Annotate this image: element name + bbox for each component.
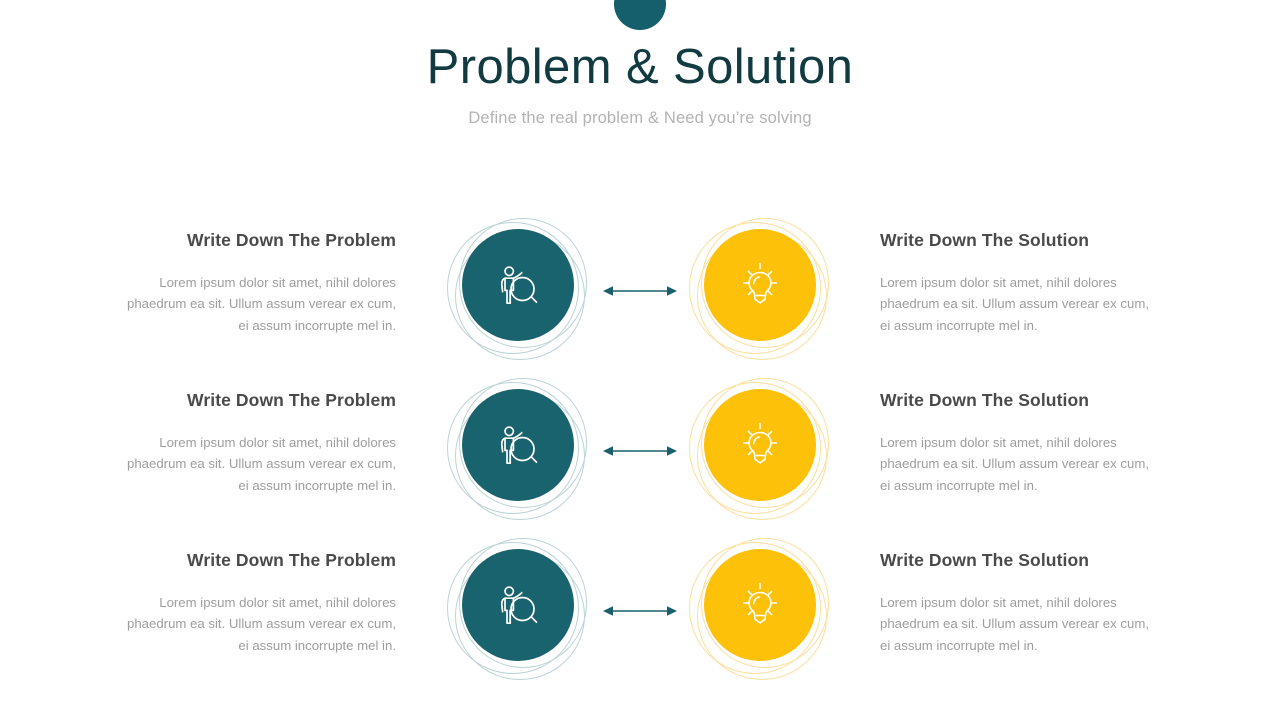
problem-block: Write Down The Problem Lorem ipsum dolor…	[126, 390, 396, 496]
solution-disc	[704, 229, 816, 341]
problem-body: Lorem ipsum dolor sit amet, nihil dolore…	[127, 435, 396, 493]
content-row: Write Down The Problem Lorem ipsum dolor…	[0, 376, 1280, 526]
lightbulb-icon	[734, 579, 786, 631]
problem-disc	[462, 549, 574, 661]
lightbulb-icon	[734, 419, 786, 471]
solution-title: Write Down The Solution	[880, 390, 1090, 410]
solution-icon-badge[interactable]	[687, 216, 837, 366]
solution-disc	[704, 549, 816, 661]
problem-block: Write Down The Problem Lorem ipsum dolor…	[126, 230, 396, 336]
content-rows: Write Down The Problem Lorem ipsum dolor…	[0, 216, 1280, 696]
top-accent-dot	[614, 0, 666, 30]
problem-icon-badge[interactable]	[445, 376, 595, 526]
problem-icon-badge[interactable]	[445, 536, 595, 686]
connector-arrow	[603, 444, 677, 458]
solution-body: Lorem ipsum dolor sit amet, nihil dolore…	[880, 435, 1149, 493]
person-magnifier-icon	[491, 578, 545, 632]
problem-body: Lorem ipsum dolor sit amet, nihil dolore…	[127, 275, 396, 333]
solution-title: Write Down The Solution	[880, 550, 1090, 570]
problem-title: Write Down The Problem	[187, 550, 396, 570]
solution-icon-badge[interactable]	[687, 536, 837, 686]
problem-disc	[462, 389, 574, 501]
solution-block: Write Down The Solution Lorem ipsum dolo…	[880, 390, 1150, 496]
solution-block: Write Down The Solution Lorem ipsum dolo…	[880, 230, 1150, 336]
content-row: Write Down The Problem Lorem ipsum dolor…	[0, 216, 1280, 366]
person-magnifier-icon	[491, 258, 545, 312]
connector-arrow	[603, 284, 677, 298]
problem-title: Write Down The Problem	[187, 230, 396, 250]
solution-disc	[704, 389, 816, 501]
page-subtitle: Define the real problem & Need you’re so…	[468, 109, 812, 128]
solution-body: Lorem ipsum dolor sit amet, nihil dolore…	[880, 275, 1149, 333]
content-row: Write Down The Problem Lorem ipsum dolor…	[0, 536, 1280, 686]
problem-disc	[462, 229, 574, 341]
person-magnifier-icon	[491, 418, 545, 472]
problem-block: Write Down The Problem Lorem ipsum dolor…	[126, 550, 396, 656]
connector-arrow	[603, 604, 677, 618]
page-title: Problem & Solution	[426, 40, 854, 94]
problem-body: Lorem ipsum dolor sit amet, nihil dolore…	[127, 595, 396, 653]
solution-body: Lorem ipsum dolor sit amet, nihil dolore…	[880, 595, 1149, 653]
solution-title: Write Down The Solution	[880, 230, 1090, 250]
problem-title: Write Down The Problem	[187, 390, 396, 410]
problem-icon-badge[interactable]	[445, 216, 595, 366]
solution-block: Write Down The Solution Lorem ipsum dolo…	[880, 550, 1150, 656]
lightbulb-icon	[734, 259, 786, 311]
solution-icon-badge[interactable]	[687, 376, 837, 526]
slide-header: Problem & Solution Define the real probl…	[0, 40, 1280, 128]
